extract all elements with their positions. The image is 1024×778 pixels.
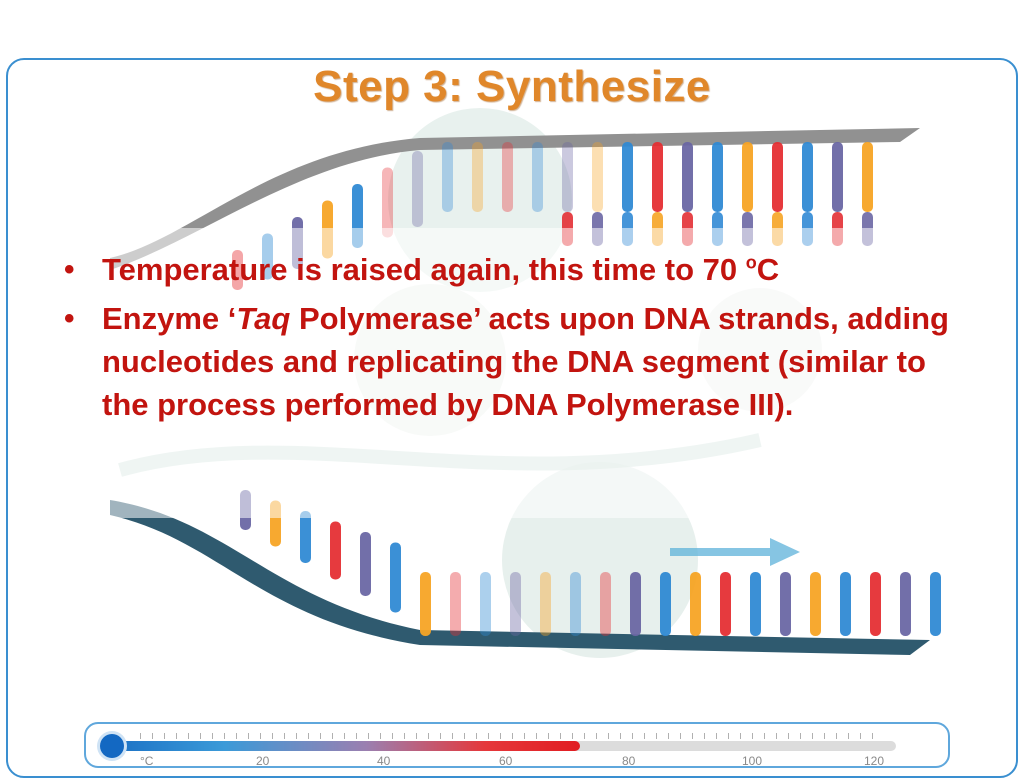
bullet-item-enzyme: • Enzyme ‘Taq Polymerase’ acts upon DNA … bbox=[60, 297, 960, 426]
degree-superscript: o bbox=[745, 252, 757, 273]
nucleotide-base bbox=[570, 572, 581, 636]
nucleotide-base bbox=[510, 572, 521, 636]
nucleotide-base bbox=[660, 572, 671, 636]
nucleotide-base bbox=[682, 142, 693, 212]
nucleotide-base bbox=[772, 142, 783, 212]
nucleotide-base bbox=[480, 572, 491, 636]
bullet-text-suffix: C bbox=[756, 252, 780, 287]
nucleotide-base bbox=[450, 572, 461, 636]
thermometer-tick-label: 80 bbox=[622, 754, 636, 768]
nucleotide-base bbox=[390, 542, 401, 613]
bullet-text-prefix: Temperature is raised again, this time t… bbox=[102, 252, 746, 287]
nucleotide-base bbox=[862, 142, 873, 212]
nucleotide-base bbox=[840, 572, 851, 636]
nucleotide-base bbox=[540, 572, 551, 636]
nucleotide-base bbox=[502, 142, 513, 212]
nucleotide-base bbox=[622, 142, 633, 212]
nucleotide-base bbox=[780, 572, 791, 636]
taq-emphasis: Taq bbox=[236, 301, 291, 336]
bullet-text-prefix: Enzyme ‘ bbox=[102, 301, 237, 336]
thermometer-tick-label: 120 bbox=[864, 754, 885, 768]
nucleotide-base bbox=[472, 142, 483, 212]
primer-arrow bbox=[670, 538, 800, 566]
bullet-dot-icon: • bbox=[64, 253, 75, 286]
thermometer-fill bbox=[106, 741, 580, 751]
thermometer-tick-label: 100 bbox=[742, 754, 763, 768]
nucleotide-base bbox=[330, 521, 341, 580]
nucleotide-base bbox=[870, 572, 881, 636]
bullet-list: • Temperature is raised again, this time… bbox=[60, 248, 960, 432]
nucleotide-base bbox=[832, 142, 843, 212]
nucleotide-base bbox=[300, 511, 311, 563]
nucleotide-base bbox=[652, 142, 663, 212]
slide-title: Step 3: Synthesize bbox=[313, 62, 711, 111]
nucleotide-base bbox=[412, 151, 423, 227]
bullet-dot-icon: • bbox=[64, 302, 75, 335]
nucleotide-base bbox=[532, 142, 543, 212]
thermometer-tick-label: 40 bbox=[377, 754, 391, 768]
thermometer-unit-label: °C bbox=[140, 754, 154, 768]
nucleotide-base bbox=[712, 142, 723, 212]
text-backdrop bbox=[60, 228, 990, 518]
nucleotide-base bbox=[810, 572, 821, 636]
nucleotide-base bbox=[600, 572, 611, 636]
bullet-item-temperature: • Temperature is raised again, this time… bbox=[60, 248, 960, 291]
nucleotide-base bbox=[360, 532, 371, 596]
thermometer-tick-label: 60 bbox=[499, 754, 513, 768]
nucleotide-base bbox=[592, 142, 603, 212]
bullet-text-suffix: Polymerase’ acts upon DNA strands, addin… bbox=[102, 301, 949, 422]
nucleotide-base bbox=[900, 572, 911, 636]
nucleotide-base bbox=[802, 142, 813, 212]
nucleotide-base bbox=[420, 572, 431, 636]
nucleotide-base bbox=[442, 142, 453, 212]
nucleotide-base bbox=[750, 572, 761, 636]
nucleotide-base bbox=[690, 572, 701, 636]
thermometer-ticks bbox=[140, 733, 880, 739]
thermometer-track bbox=[106, 741, 896, 751]
nucleotide-base bbox=[562, 142, 573, 212]
bottom-bases bbox=[240, 490, 941, 636]
nucleotide-base bbox=[630, 572, 641, 636]
nucleotide-base bbox=[930, 572, 941, 636]
bottom-backbone bbox=[110, 500, 930, 655]
top-backbone bbox=[110, 128, 920, 270]
thermometer-bulb-icon bbox=[100, 734, 124, 758]
thermometer-tick-label: 20 bbox=[256, 754, 270, 768]
nucleotide-base bbox=[720, 572, 731, 636]
nucleotide-base bbox=[382, 167, 393, 238]
nucleotide-base bbox=[742, 142, 753, 212]
